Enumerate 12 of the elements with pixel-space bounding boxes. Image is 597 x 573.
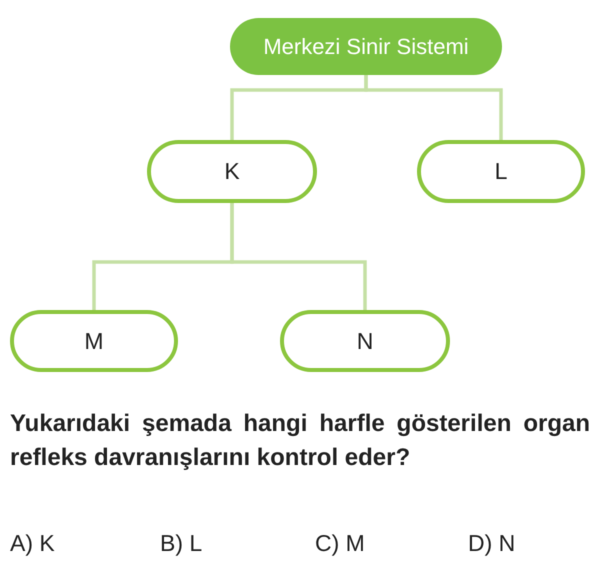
node-label: N — [356, 328, 374, 354]
connector-line — [364, 75, 503, 140]
node-label: L — [494, 158, 508, 185]
answer-option: D) N — [468, 530, 516, 557]
node-label: Merkezi Sinir Sistemi — [263, 34, 469, 60]
answer-option: C) M — [315, 530, 365, 557]
question-text: Yukarıdaki şemada hangi harfle gösterilen organ refleks davranışlarını kontrol eder? — [10, 409, 590, 473]
answer-option: A) K — [10, 530, 55, 557]
answer-option: B) L — [160, 530, 202, 557]
connector-line — [230, 203, 367, 310]
node-label: K — [224, 158, 240, 185]
node-label: M — [84, 328, 104, 354]
